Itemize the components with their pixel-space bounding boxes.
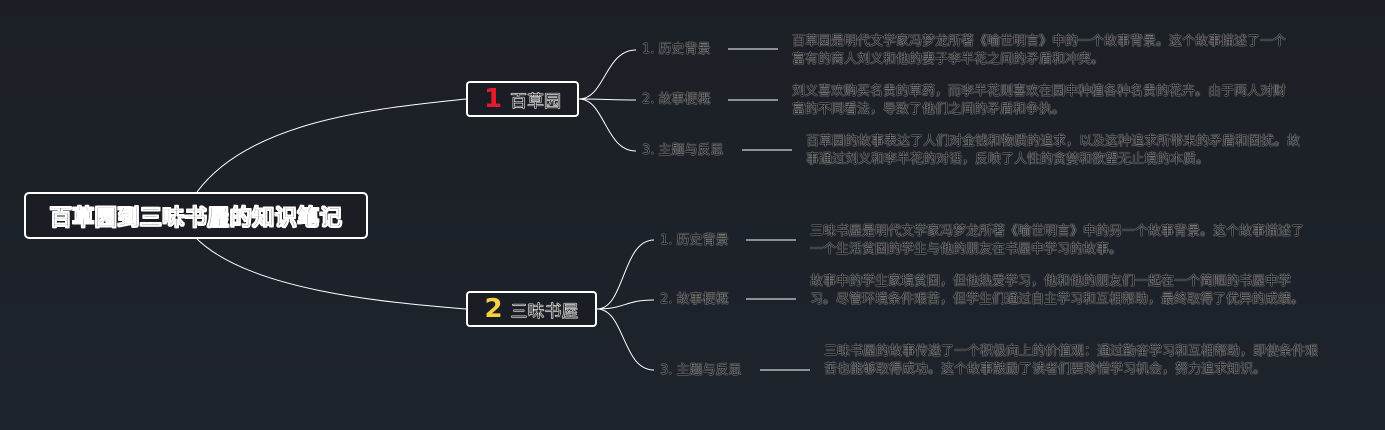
link-branch-1-item-1 [578,49,637,100]
link-branch-2-item-2 [596,299,655,310]
number-1-icon: 1 [483,84,503,114]
subtopic-title[interactable]: 2. 故事梗概 [642,92,711,107]
subtopic-description[interactable]: 三味书屋是明代文学家冯梦龙所著《喻世明言》中的另一个故事背景。这个故事描述了一个… [810,224,1305,257]
subtopic-description[interactable]: 百草园的故事表达了人们对金钱和物质的追求，以及这种追求所带来的矛盾和困扰。故事通… [806,134,1301,167]
root-topic[interactable]: 百草园到三味书屋的知识笔记 [24,192,368,239]
link-root-branch-2 [196,238,467,310]
subtopic-title[interactable]: 3. 主题与反思 [660,363,742,378]
branch-label: 百草园 [510,91,562,112]
subtopic-title[interactable]: 3. 主题与反思 [642,143,724,158]
subtopic-description[interactable]: 百草园是明代文学家冯梦龙所著《喻世明言》中的一个故事背景。这个故事描述了一个富有… [792,34,1287,67]
subtopic-title[interactable]: 2. 故事梗概 [660,292,729,307]
link-branch-2-item-3 [596,308,655,371]
root-title: 百草园到三味书屋的知识笔记 [49,205,343,231]
branch-topic-sanweishuwu[interactable]: 2 三味书屋 [466,291,597,327]
link-branch-1-item-2 [578,98,637,101]
branch-topic-baicaoyuan[interactable]: 1 百草园 [466,81,579,117]
link-branch-1-item-3 [578,98,637,152]
subtopic-description[interactable]: 故事中的学生家境贫困，但他热爱学习，他和他的朋友们一起在一个简陋的书屋中学习。尽… [810,274,1305,307]
branch-label: 三味书屋 [510,301,579,322]
number-2-icon: 2 [484,294,503,324]
subtopic-title[interactable]: 1. 历史背景 [660,233,729,248]
subtopic-description[interactable]: 三味书屋的故事传递了一个积极向上的价值观：通过勤奋学习和互相帮助，即使条件艰苦也… [824,344,1319,377]
subtopic-description[interactable]: 刘义喜欢购买名贵的草药，而李半花则喜欢在园中种植各种名贵的花卉。由于两人对财富的… [792,84,1287,117]
link-root-branch-1 [196,98,467,193]
subtopic-title[interactable]: 1. 历史背景 [642,42,711,57]
link-branch-2-item-1 [596,239,655,310]
